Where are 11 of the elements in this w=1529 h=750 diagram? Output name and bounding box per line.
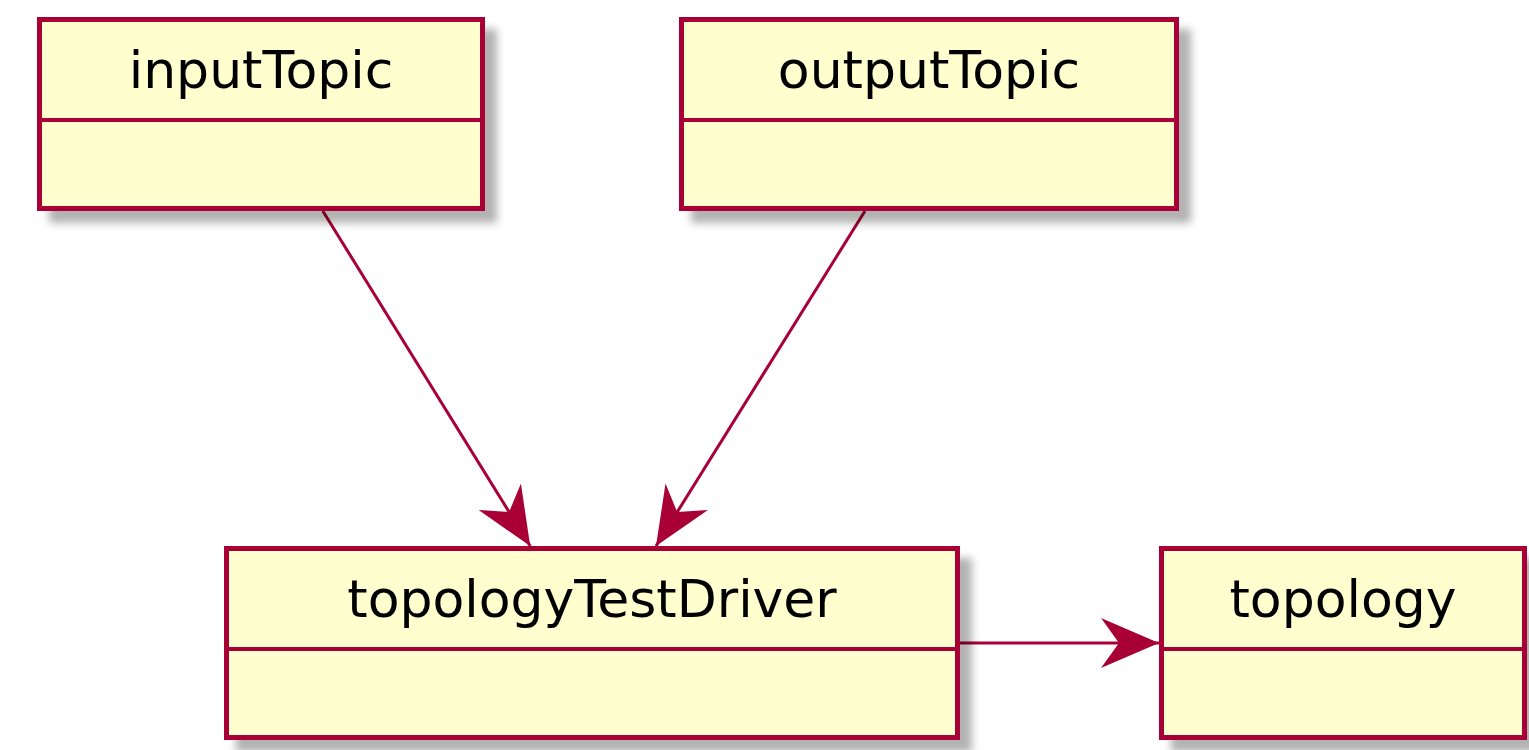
object-box xyxy=(679,17,1179,211)
object-name: topologyTestDriver xyxy=(347,569,837,629)
arrow xyxy=(654,210,867,547)
object-name: inputTopic xyxy=(128,40,394,100)
object-box xyxy=(224,546,960,740)
object-name: outputTopic xyxy=(777,40,1081,100)
arrow xyxy=(960,618,1159,668)
object-box xyxy=(37,17,485,211)
object-box xyxy=(1159,546,1527,740)
arrow xyxy=(321,210,532,547)
object-name: topology xyxy=(1229,569,1457,629)
